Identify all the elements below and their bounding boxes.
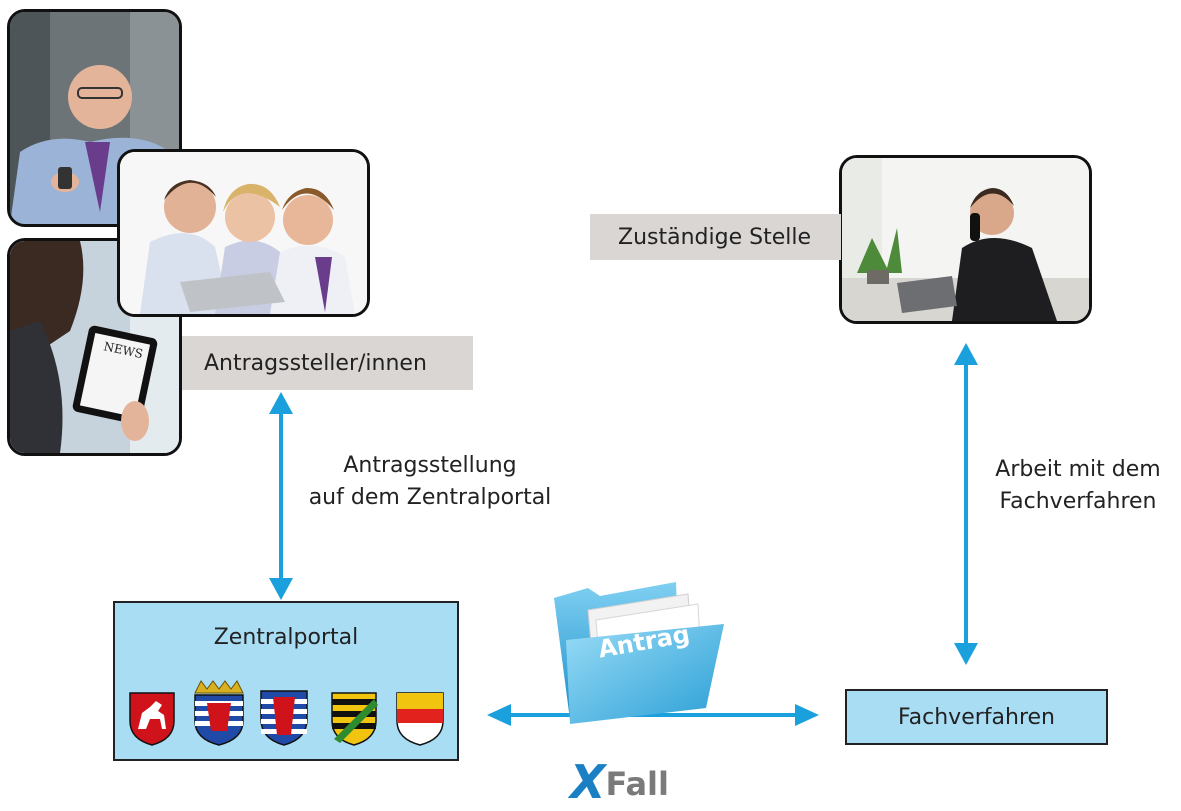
photo-team-at-laptop — [117, 149, 370, 317]
submission-text-line2: auf dem Zentralportal — [308, 485, 552, 510]
application-folder-icon — [554, 582, 724, 724]
xfall-logo-text: Fall — [605, 765, 669, 803]
photo-clerk-at-desk — [839, 155, 1092, 324]
work-text-line2: Fachverfahren — [999, 489, 1157, 514]
xfall-logo: X Fall — [570, 758, 669, 806]
work-text: Arbeit mit dem Fachverfahren — [978, 454, 1178, 518]
applicants-label-text: Antragssteller/innen — [204, 350, 427, 376]
applicants-label: Antragssteller/innen — [182, 336, 473, 390]
xfall-logo-x: X — [570, 755, 606, 809]
niedersachsen-crest-icon — [129, 692, 175, 746]
procedure-box: Fachverfahren — [845, 689, 1108, 745]
work-arrow — [954, 343, 978, 665]
submission-text: Antragsstellung auf dem Zentralportal — [300, 450, 560, 514]
submission-arrow — [269, 392, 293, 600]
procedure-box-label: Fachverfahren — [898, 704, 1055, 730]
authority-label: Zuständige Stelle — [590, 214, 841, 260]
central-portal-box: Zentralportal — [113, 601, 459, 761]
muenster-crest-icon — [396, 692, 444, 746]
hessen-crest-icon — [260, 690, 308, 746]
authority-label-text: Zuständige Stelle — [618, 224, 811, 250]
sachsen-crest-icon — [331, 692, 378, 746]
hessen-crowned-crest-icon — [194, 680, 244, 746]
submission-text-line1: Antragsstellung — [343, 453, 517, 478]
central-portal-title: Zentralportal — [213, 625, 359, 650]
exchange-arrow — [487, 704, 819, 726]
work-text-line1: Arbeit mit dem — [995, 457, 1161, 482]
